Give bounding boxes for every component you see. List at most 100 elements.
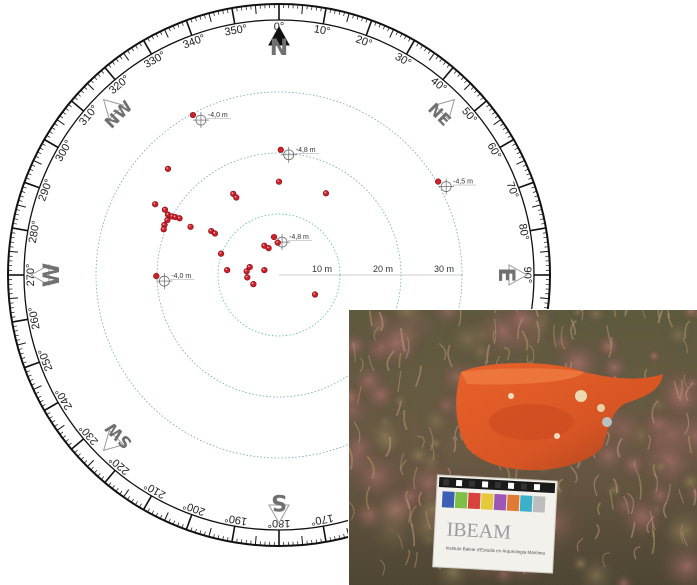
degree-tick [124, 490, 129, 497]
degree-tick [489, 108, 492, 110]
degree-tick [98, 473, 101, 476]
degree-tick [532, 205, 541, 207]
find-point [152, 201, 158, 207]
degree-tick [323, 8, 326, 24]
degree-tick [57, 120, 64, 125]
depth-markers: -4,0 m-4,8 m-4,5 m-4,8 m-4,0 m [154, 112, 477, 289]
degree-label: 250° [36, 347, 55, 372]
cardinal-northeast: NE [424, 99, 455, 130]
degree-label: 210° [142, 479, 168, 501]
degree-tick [71, 439, 83, 449]
degree-tick [428, 50, 430, 53]
find-point [262, 267, 268, 273]
degree-tick [486, 104, 489, 107]
scale-label: 10 m [312, 264, 332, 274]
degree-tick [81, 90, 84, 93]
find-point [435, 179, 441, 185]
find-point [323, 190, 329, 196]
degree-tick [144, 40, 152, 54]
degree-tick [436, 56, 438, 59]
find-point [154, 273, 160, 279]
scale-label: 30 m [434, 264, 454, 274]
north-label: N [270, 36, 288, 61]
depth-marker: -4,0 m [154, 273, 195, 289]
degree-tick [461, 77, 464, 80]
find-point [244, 269, 250, 275]
degree-tick [302, 536, 303, 545]
degree-tick [164, 29, 168, 37]
degree-label: 290° [36, 177, 55, 202]
degree-tick [124, 53, 129, 60]
degree-label: 280° [27, 220, 43, 245]
degree-tick [108, 64, 111, 67]
degree-tick [60, 116, 63, 118]
degree-tick [471, 87, 474, 90]
color-swatch [481, 493, 494, 510]
scale-label: 20 m [373, 264, 393, 274]
degree-tick [516, 160, 524, 164]
degree-tick [481, 97, 484, 100]
degree-tick [17, 205, 26, 207]
find-point [251, 281, 257, 287]
degree-tick [74, 97, 77, 100]
find-point [271, 234, 277, 240]
degree-tick [60, 432, 63, 434]
degree-tick [530, 228, 546, 231]
degree-tick [443, 61, 445, 64]
degree-tick [186, 515, 191, 530]
degree-label: 10° [313, 23, 331, 38]
degree-tick [87, 460, 93, 466]
degree-tick [232, 526, 235, 542]
degree-tick [87, 83, 93, 89]
degree-tick [500, 123, 503, 125]
find-point [278, 147, 284, 153]
degree-tick [105, 470, 115, 482]
degree-tick [447, 64, 450, 67]
degree-tick [186, 20, 191, 35]
degree-tick [63, 436, 66, 438]
find-point [276, 179, 282, 185]
degree-tick [424, 48, 426, 51]
degree-tick [127, 50, 129, 53]
degree-label: 200° [181, 499, 206, 518]
color-swatch [442, 491, 455, 508]
distance-scale: 10 m 20 m 30 m [279, 264, 462, 275]
degree-label: 300° [53, 138, 75, 164]
degree-tick [24, 182, 39, 187]
color-swatch [494, 494, 507, 511]
depth-label: -4,8 m [289, 234, 309, 241]
degree-tick [33, 160, 41, 164]
degree-label: 170° [310, 511, 335, 527]
degree-label: 220° [107, 453, 132, 477]
degree-tick [112, 485, 114, 488]
degree-tick [24, 362, 39, 367]
degree-tick [17, 343, 26, 345]
degree-tick [144, 496, 152, 510]
find-point [165, 217, 171, 223]
degree-label: 30° [393, 51, 413, 70]
find-point [162, 207, 168, 213]
find-point [224, 267, 230, 273]
underwater-photo: IBEAM Instituto Balear d'Estudis en Arqu… [348, 309, 697, 585]
find-point [275, 240, 281, 246]
degree-tick [255, 536, 256, 545]
degree-tick [65, 439, 68, 441]
degree-tick [94, 77, 97, 80]
scale-bar-logo: IBEAM [446, 518, 512, 543]
depth-label: -4,0 m [171, 273, 191, 280]
degree-tick [105, 67, 115, 79]
degree-tick [500, 140, 514, 148]
find-point [312, 292, 318, 298]
degree-tick [464, 83, 470, 89]
degree-tick [429, 53, 434, 60]
depth-label: -4,5 m [453, 179, 473, 186]
degree-tick [323, 526, 326, 542]
south-label: S [271, 489, 287, 514]
color-swatch [520, 495, 533, 512]
degree-tick [12, 319, 28, 322]
degree-tick [209, 528, 211, 537]
cardinal-north: N [269, 27, 289, 61]
color-swatch [533, 496, 546, 513]
degree-tick [71, 101, 83, 111]
